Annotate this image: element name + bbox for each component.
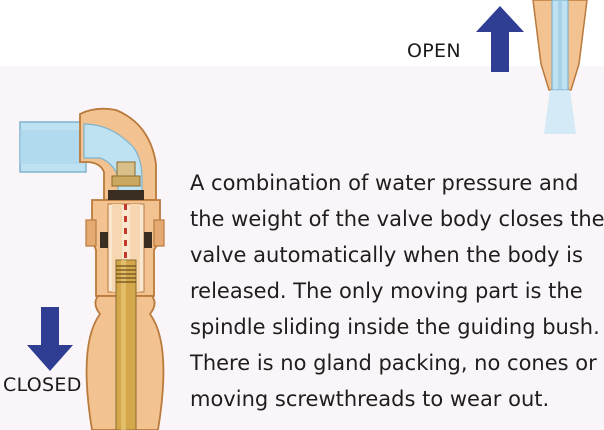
description-text: A combination of water pressure and the …	[190, 165, 604, 417]
arrow-up-icon	[476, 6, 524, 72]
closed-label: CLOSED	[3, 374, 82, 396]
open-valve-nozzle	[530, 0, 590, 136]
open-label: OPEN	[407, 40, 461, 62]
arrow-down-icon	[27, 307, 73, 371]
